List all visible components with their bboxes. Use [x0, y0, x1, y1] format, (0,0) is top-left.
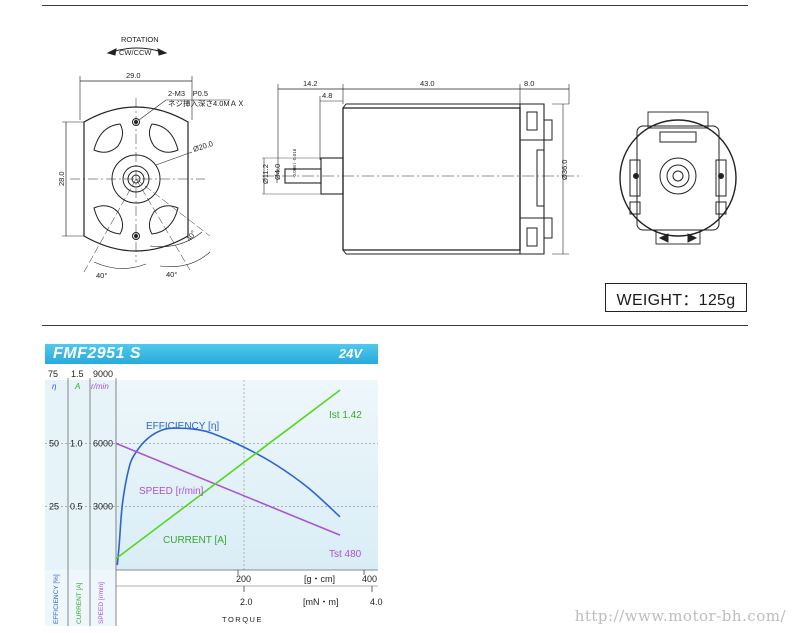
dia-11-2: Ø11.2 [261, 164, 270, 184]
boss-circle [111, 154, 161, 204]
speed-axis-label: SPEED [r/min] [98, 582, 105, 624]
current-annotation: CURRENT [A] [163, 535, 227, 546]
dia-36: Ø36.0 [560, 160, 569, 180]
rear-bearing [659, 157, 697, 195]
speed-annotation: SPEED [r/min] [139, 486, 204, 497]
rear-view [619, 111, 737, 245]
watermark-url: http://www.motor-bh.com/ [574, 607, 786, 625]
rotation-arrowhead-left [106, 48, 117, 56]
motor-drawing: ROTATION CW/CCW 29.0 28.0 2-M3 P0.5 ネジ挿入… [57, 35, 737, 280]
y-tick-a-1: 0.5 [70, 502, 83, 512]
dim-8: 8.0 [524, 79, 534, 88]
slot-upper-left [93, 123, 124, 153]
y-tick-eta-1: 25 [49, 502, 59, 512]
series-line-current [115, 389, 341, 560]
y-tick-rpm-0: 6000 [93, 438, 113, 448]
dim-29: 29.0 [126, 71, 141, 80]
x-mnm-unit: [mN・m] [303, 597, 339, 607]
dim-28: 28.0 [57, 171, 66, 186]
slot-lower-right [148, 205, 179, 235]
y-tick-eta-0: 50 [49, 438, 59, 448]
side-view [262, 84, 580, 255]
x-gcm-unit: [g・cm] [304, 574, 335, 584]
tst-annotation: Tst 480 [329, 549, 362, 560]
mount-hole-top [132, 118, 140, 126]
front-view [62, 76, 230, 273]
axis-label-panel [45, 570, 116, 626]
plot-area [116, 380, 378, 570]
series-line-speed [115, 442, 341, 536]
hole-note-2: ネジ挿入深さ4.0MＡＸ [168, 98, 245, 108]
dia-20: Ø20.0 [192, 139, 214, 154]
rotation-arrowhead-right [157, 48, 168, 56]
a-unit: A [74, 382, 80, 391]
motor-can [342, 107, 521, 251]
efficiency-axis-label: EFFICIENCY [%] [53, 574, 60, 624]
x-mnm-tick-2: 2.0 [240, 597, 253, 607]
slot-upper-right [148, 123, 179, 153]
middle-rule [42, 325, 748, 326]
angle-40-left: 40° [96, 271, 107, 280]
weight-label: WEIGHT：125g [605, 283, 747, 312]
model-banner: FMF2951 S 24V [45, 344, 378, 364]
axis-panel [45, 380, 116, 570]
dia-4: Ø4.0 [273, 164, 282, 180]
a-axis-top: 1.5 [71, 369, 84, 379]
x-gcm-tick-200: 200 [236, 574, 251, 584]
rotation-label: ROTATION [121, 35, 159, 44]
ist-annotation: Ist 1.42 [329, 410, 362, 421]
top-rule [42, 5, 748, 6]
current-axis-label: CURRENT [A] [76, 582, 83, 624]
front-body-outline [83, 106, 189, 252]
performance-chart: 75 1.5 9000 η A r/min 50 1.0 6000 25 0.5 3000… [45, 369, 383, 626]
voltage-label: 24V [338, 346, 362, 361]
efficiency-annotation: EFFICIENCY [η] [146, 421, 219, 432]
dia-4-tolerance: -0.008 / -0.016 [292, 148, 297, 178]
dim-14-2: 14.2 [303, 79, 318, 88]
rotation-direction: CW/CCW [119, 48, 152, 57]
rpm-unit: r/min [91, 382, 109, 391]
slot-lower-left [93, 205, 124, 235]
y-tick-rpm-1: 3000 [93, 502, 113, 512]
x-gcm-tick-400: 400 [362, 574, 377, 584]
eta-unit: η [52, 382, 57, 391]
series-line-efficiency [116, 427, 341, 566]
eta-axis-top: 75 [48, 369, 58, 379]
dim-43: 43.0 [420, 79, 435, 88]
model-name: FMF2951 S [53, 345, 142, 362]
x-mnm-tick-4: 4.0 [370, 597, 383, 607]
hole-note-1: 2-M3 P0.5 [168, 89, 208, 98]
x-axis-title: TORQUE [222, 615, 263, 624]
angle-40-right: 40° [184, 229, 198, 243]
end-cap [519, 103, 545, 255]
angle-40-mid: 40° [166, 270, 177, 279]
rpm-axis-top: 9000 [93, 369, 113, 379]
y-tick-a-0: 1.0 [70, 438, 83, 448]
dim-4-8: 4.8 [322, 91, 332, 100]
mount-hole-bottom [132, 232, 140, 240]
